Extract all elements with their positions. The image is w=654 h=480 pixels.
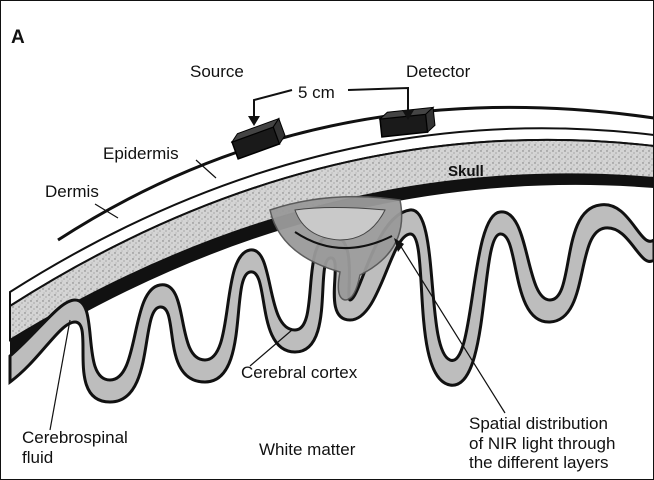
distance-label: 5 cm [298, 83, 335, 103]
nir-distribution-label: Spatial distribution of NIR light throug… [469, 414, 615, 473]
white-matter-label: White matter [259, 440, 355, 460]
epidermis-label: Epidermis [103, 144, 179, 164]
dermis-label: Dermis [45, 182, 99, 202]
skull-label: Skull [448, 163, 484, 180]
nir-label-line-1: Spatial distribution [469, 414, 615, 434]
nir-label-line-3: the different layers [469, 453, 615, 473]
cerebrospinal-fluid-label: Cerebrospinal fluid [22, 428, 128, 467]
panel-letter: A [11, 27, 25, 49]
nir-label-line-2: of NIR light through [469, 434, 615, 454]
detector-label: Detector [406, 62, 470, 82]
csf-label-line-2: fluid [22, 448, 128, 468]
csf-label-line-1: Cerebrospinal [22, 428, 128, 448]
source-label: Source [190, 62, 244, 82]
cerebral-cortex-label: Cerebral cortex [241, 363, 357, 383]
